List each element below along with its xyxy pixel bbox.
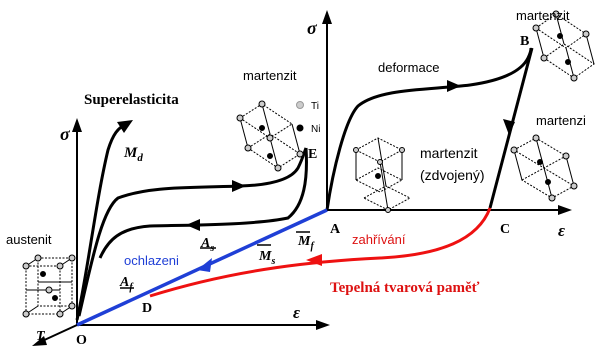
left-sigma-label: σ xyxy=(60,124,71,144)
md-label: Md xyxy=(123,145,143,164)
as-label: As xyxy=(200,236,214,254)
austenit-label: austenit xyxy=(6,232,52,247)
point-e: E xyxy=(308,147,317,162)
right-epsilon-arrowhead xyxy=(558,205,572,215)
right-sigma-label: σ xyxy=(307,18,318,38)
title-superelasticita: Superelasticita xyxy=(84,92,179,108)
martenzit-top-label: martenzit xyxy=(516,8,570,23)
austenite-lattice-icon xyxy=(22,254,76,318)
loading-arrow xyxy=(232,180,246,192)
martensite-lattice-icon xyxy=(236,100,304,172)
left-epsilon-arrowhead xyxy=(316,320,330,330)
deformace-label: deformace xyxy=(378,60,439,75)
md-curve-arrowhead xyxy=(117,120,133,133)
ni-legend-icon xyxy=(296,124,304,132)
martenzit-left-label: martenzit xyxy=(243,68,297,83)
point-a: A xyxy=(330,222,341,237)
temperature-arrowhead xyxy=(32,336,47,346)
md-curve xyxy=(75,122,127,321)
cooling-arrow xyxy=(197,258,212,272)
zahrivani-label: zahřívání xyxy=(352,232,406,247)
ti-legend-icon xyxy=(296,101,304,109)
point-b: B xyxy=(520,34,529,49)
af-label: Af xyxy=(119,275,134,293)
martenzit-twinned-label: martenzit xyxy=(420,145,478,161)
unloading-arrow xyxy=(186,219,200,231)
ni-legend-label: Ni xyxy=(311,124,320,135)
martensite-right-lattice-icon xyxy=(510,134,578,202)
twinned-martensite-lattice-icon xyxy=(353,137,412,213)
point-c: C xyxy=(500,222,510,237)
right-sigma-arrowhead xyxy=(322,10,332,24)
shape-memory-label: Tepelná tvarová paměť xyxy=(330,280,480,296)
ti-legend-label: Ti xyxy=(311,101,319,112)
temperature-axis xyxy=(39,324,78,343)
ochlazeni-label: ochlazeni xyxy=(124,253,179,268)
left-sigma-arrowhead xyxy=(72,118,82,132)
deformation-arrow xyxy=(447,80,461,92)
point-o: O xyxy=(76,333,87,348)
martenzi-right-label: martenzi xyxy=(536,113,586,128)
superelastic-unloading-curve xyxy=(98,147,308,259)
bottom-epsilon-label: ε xyxy=(293,303,300,322)
bc-arrow xyxy=(503,119,515,135)
ms-label: Ms xyxy=(258,249,275,267)
mf-label: Mf xyxy=(297,234,315,252)
martenzit-twinned-sub-label: (zdvojený) xyxy=(420,167,485,183)
temperature-label: T xyxy=(36,329,46,344)
deformed-martensite-lattice-icon xyxy=(532,10,595,82)
right-epsilon-label: ε xyxy=(558,221,565,240)
heating-arrow xyxy=(306,254,322,266)
superelastic-loading-curve xyxy=(77,147,308,317)
heating-curve xyxy=(149,207,492,298)
point-d: D xyxy=(142,301,152,316)
